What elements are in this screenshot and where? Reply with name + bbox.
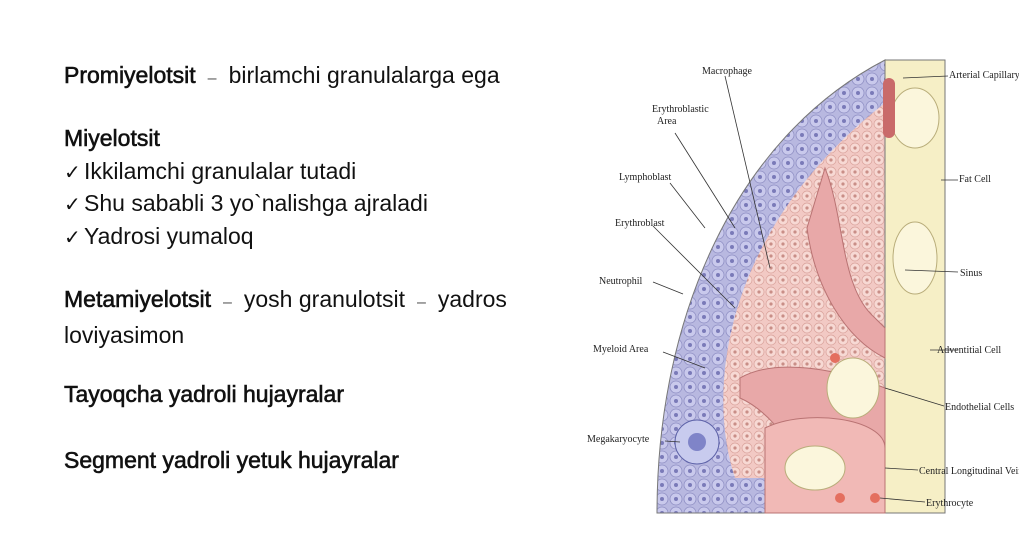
- label-arterial-capillary: Arterial Capillary: [949, 70, 1019, 81]
- item-text: Ikkilamchi granulalar tutadi: [84, 158, 357, 184]
- item-text: Shu sababli 3 yo`nalishga ajraladi: [84, 190, 428, 216]
- segment-cells-line: Segment yadroli yetuk hujayralar: [64, 447, 400, 474]
- label-sinus: Sinus: [960, 268, 982, 279]
- metamyelocyte-text-3: loviyasimon: [64, 322, 185, 348]
- dash: –: [416, 294, 426, 311]
- metamyelocyte-line: Metamiyelotsit–yosh granulotsit–yadros: [64, 286, 507, 313]
- label-lymphoblast: Lymphoblast: [619, 172, 671, 183]
- label-myeloid-area: Myeloid Area: [593, 344, 649, 355]
- myelocyte-item-1: ✓Ikkilamchi granulalar tutadi: [64, 158, 356, 185]
- label-neutrophil: Neutrophil: [599, 276, 643, 287]
- fat-cell: [890, 87, 940, 149]
- myelocyte-item-3: ✓Yadrosi yumaloq: [64, 223, 254, 250]
- check-icon: ✓: [64, 194, 81, 216]
- fat-cell: [784, 445, 846, 491]
- erythrocyte: [870, 493, 880, 503]
- check-icon: ✓: [64, 227, 81, 249]
- promyelocyte-title: Promiyelotsit: [64, 62, 196, 89]
- band-cells-line: Tayoqcha yadroli hujayralar: [64, 381, 345, 408]
- label-megakaryocyte: Megakaryocyte: [587, 434, 650, 445]
- promyelocyte-text: birlamchi granulalarga ega: [228, 62, 500, 88]
- myelocyte-item-2: ✓Shu sababli 3 yo`nalishga ajraladi: [64, 190, 428, 217]
- metamyelocyte-title: Metamiyelotsit: [64, 286, 212, 313]
- check-icon: ✓: [64, 162, 81, 184]
- label-adventitial-cell: Adventitial Cell: [937, 345, 1001, 356]
- promyelocyte-line: Promiyelotsit–birlamchi granulalarga ega: [64, 62, 500, 89]
- sinus-channel: [806, 166, 886, 359]
- metamyelocyte-text-1: yosh granulotsit: [243, 286, 405, 312]
- label-fat-cell: Fat Cell: [959, 174, 991, 185]
- label-endothelial-cells: Endothelial Cells: [945, 402, 1014, 413]
- label-erythrocyte: Erythrocyte: [926, 498, 974, 509]
- arterial-capillary: [883, 78, 895, 138]
- label-erythroblastic-area-2: Area: [657, 116, 677, 127]
- dash: –: [222, 294, 232, 311]
- item-text: Yadrosi yumaloq: [84, 223, 254, 249]
- label-macrophage: Macrophage: [702, 66, 753, 77]
- fat-cell: [826, 357, 880, 419]
- label-central-longitudinal-vein: Central Longitudinal Vein: [919, 466, 1019, 477]
- metamyelocyte-text-2: yadros: [437, 286, 507, 312]
- dash: –: [207, 70, 217, 87]
- bone-marrow-diagram: Macrophage Erythroblastic Area Lymphobla…: [587, 59, 1019, 514]
- erythrocyte: [835, 493, 845, 503]
- fat-cell: [892, 221, 938, 295]
- erythrocyte: [830, 353, 840, 363]
- myelocyte-title: Miyelotsit: [64, 125, 160, 152]
- label-erythroblast: Erythroblast: [615, 218, 665, 229]
- label-erythroblastic-area: Erythroblastic: [652, 104, 709, 115]
